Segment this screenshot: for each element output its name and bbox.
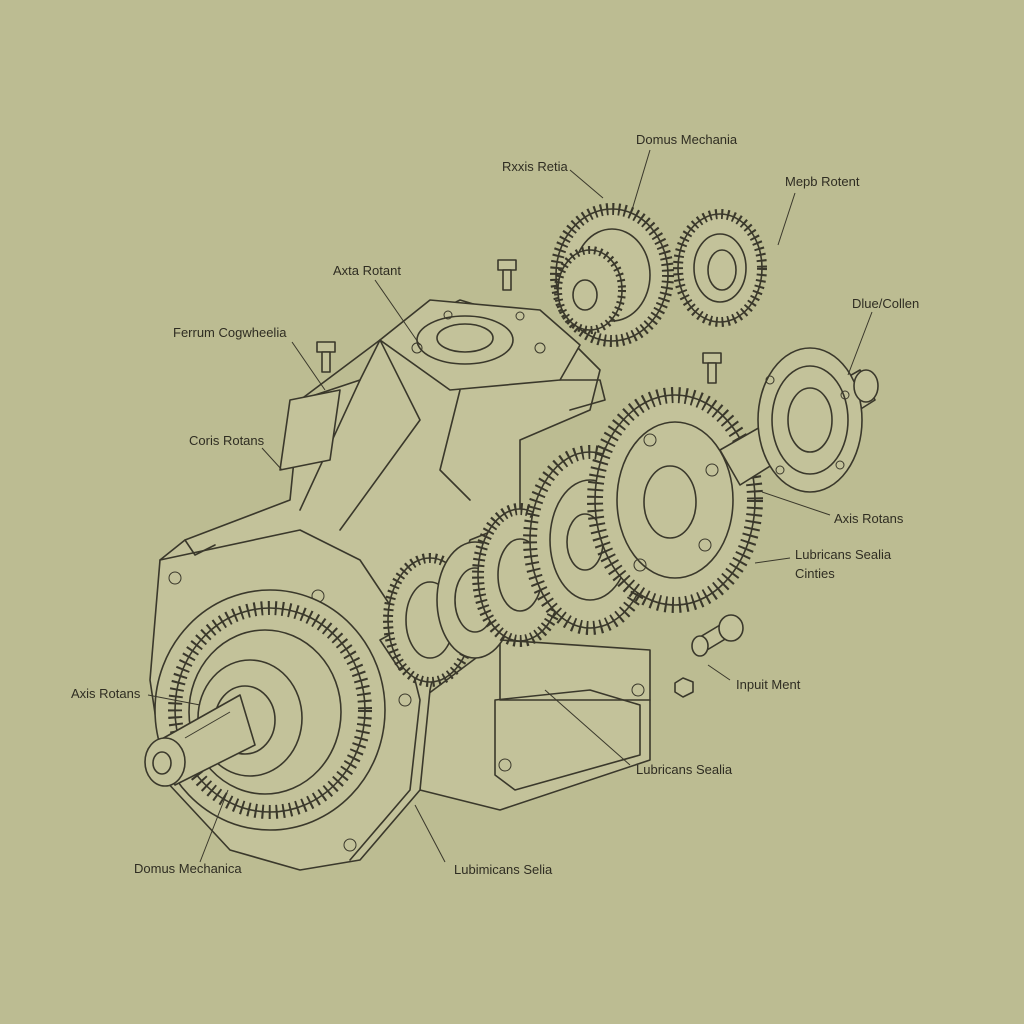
label-ferrum-cogwheelia: Ferrum Cogwheelia xyxy=(173,325,287,340)
label-axis-rotans-left: Axis Rotans xyxy=(71,686,141,701)
bolt-top xyxy=(497,259,517,291)
front-gear-assembly xyxy=(144,589,386,831)
label-input-ment: Inpuit Ment xyxy=(736,677,801,692)
output-flange xyxy=(719,347,879,493)
label-domus-mechania: Domus Mechania xyxy=(636,132,738,147)
label-coris-rotans: Coris Rotans xyxy=(189,433,265,448)
exploded-gear-right xyxy=(673,209,767,327)
bolt-right xyxy=(702,352,722,384)
label-lubricans-sealia-mid: Lubricans Sealia xyxy=(636,762,733,777)
bolt-loose xyxy=(691,614,744,657)
leader-lines xyxy=(147,149,873,863)
label-mepb-rotent: Mepb Rotent xyxy=(785,174,860,189)
label-cinties: Cinties xyxy=(795,566,835,581)
label-duel-collen: Dlue/Collen xyxy=(852,296,920,311)
label-lubricans-sealia-right: Lubricans Sealia xyxy=(795,547,892,562)
label-domus-mechanica: Domus Mechanica xyxy=(134,861,242,876)
inner-gear-train xyxy=(379,387,763,687)
nut-loose xyxy=(674,677,694,698)
label-lubimicans-selia: Lubimicans Selia xyxy=(454,862,553,877)
label-axta-rotant: Axta Rotant xyxy=(333,263,401,278)
exploded-gear-left xyxy=(550,203,674,347)
bolt-left xyxy=(316,341,336,373)
label-rxis-retia: Rxxis Retia xyxy=(502,159,568,174)
label-axis-rotans-right: Axis Rotans xyxy=(834,511,904,526)
